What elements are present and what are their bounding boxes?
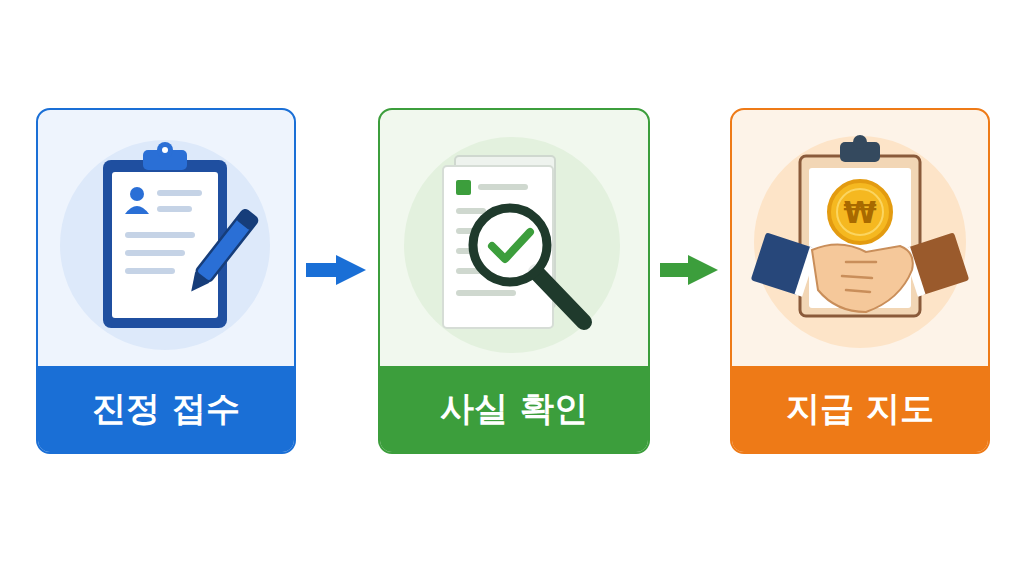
magnifier-icon xyxy=(404,137,620,353)
step-label: 진정 접수 xyxy=(92,386,240,432)
flow-arrow xyxy=(306,263,342,277)
label-band: 사실 확인 xyxy=(380,366,648,452)
flow-arrow xyxy=(660,263,694,277)
clipboard-icon xyxy=(60,140,270,350)
payment-icon xyxy=(751,135,970,348)
box-ground xyxy=(730,108,990,454)
box-ground xyxy=(378,108,650,454)
process-box: 사실 확인 xyxy=(378,108,650,454)
step-label: 지급 지도 xyxy=(786,386,934,432)
label-band: 지급 지도 xyxy=(732,366,988,452)
label-band: 진정 접수 xyxy=(38,366,294,452)
box-ground xyxy=(36,108,296,454)
process-box: 진정 접수 xyxy=(36,108,296,454)
coin-symbol: ₩ xyxy=(843,195,876,230)
process-box: 지급 지도 xyxy=(730,108,990,454)
step-label: 사실 확인 xyxy=(440,386,588,432)
